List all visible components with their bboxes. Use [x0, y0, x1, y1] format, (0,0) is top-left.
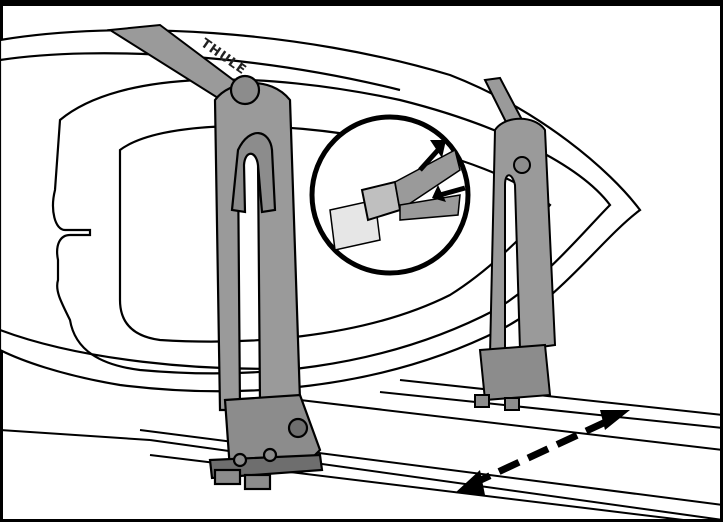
adjust-double-arrow-icon	[455, 410, 630, 495]
top-bar	[0, 0, 723, 6]
left-arrow-icon	[432, 185, 466, 202]
front-cradle-icon	[208, 74, 324, 491]
up-arrow-icon	[418, 140, 446, 172]
rear-cradle-icon	[474, 117, 557, 411]
roof-bar-icon	[0, 379, 723, 522]
strap-buckle-inset-icon	[309, 114, 471, 276]
